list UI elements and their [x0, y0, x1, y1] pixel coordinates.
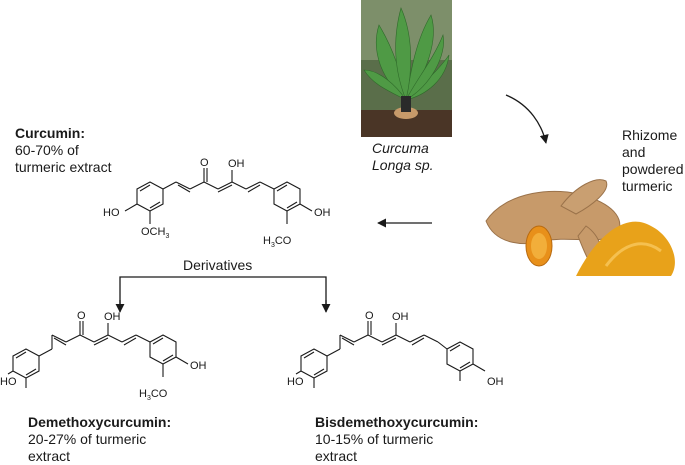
- arrow-plant-to-rhizome: [505, 94, 549, 144]
- demethoxycurcumin-label: Demethoxycurcumin: 20-27% of turmeric ex…: [28, 414, 171, 465]
- atom-HO: HO: [103, 207, 120, 219]
- rhizome-powder-photo: [466, 166, 685, 282]
- curcumin-desc-line1: 60-70% of: [15, 142, 79, 158]
- bisdemethoxy-name: Bisdemethoxycurcumin:: [315, 414, 479, 430]
- rhizome-caption-line: and: [622, 144, 646, 160]
- atom-H3CO: H3CO: [263, 235, 292, 249]
- atom-OH: OH: [104, 311, 121, 323]
- curcuma-plant-photo: [361, 0, 452, 137]
- atom-OCH3: OCH3: [141, 226, 169, 240]
- atom-OH: OH: [228, 158, 245, 170]
- bisdemethoxy-desc-line1: 10-15% of turmeric: [315, 431, 434, 447]
- atom-O: O: [365, 310, 374, 322]
- curcumin-name: Curcumin:: [15, 125, 85, 141]
- demethoxy-name: Demethoxycurcumin:: [28, 414, 172, 430]
- rhizome-caption-line: turmeric: [622, 178, 673, 194]
- bisdemethoxy-desc-line2: extract: [315, 448, 358, 464]
- derivatives-bracket: [119, 276, 327, 310]
- atom-H3CO: H3CO: [139, 388, 168, 402]
- plant-caption-line2: Longa sp.: [372, 157, 434, 173]
- atom-HO: HO: [0, 376, 17, 388]
- atom-OH: OH: [190, 360, 207, 372]
- curcumin-structure: O OH HO OH OCH3 H3CO: [103, 157, 331, 249]
- atom-HO: HO: [287, 376, 304, 388]
- plant-caption-line1: Curcuma: [372, 140, 429, 156]
- curcumin-desc-line2: turmeric extract: [15, 159, 112, 175]
- rhizome-caption-line: powdered: [622, 161, 684, 177]
- atom-OH: OH: [487, 376, 504, 388]
- derivatives-label: Derivatives: [183, 257, 253, 273]
- atom-OH: OH: [314, 207, 331, 219]
- rhizome-caption: Rhizome and powdered turmeric: [622, 127, 684, 195]
- demethoxy-desc-line2: extract: [28, 448, 71, 464]
- bisdemethoxycurcumin-structure: O OH HO OH: [287, 310, 504, 388]
- curcumin-label: Curcumin: 60-70% of turmeric extract: [15, 125, 111, 176]
- atom-OH: OH: [392, 311, 409, 323]
- bisdemethoxycurcumin-label: Bisdemethoxycurcumin: 10-15% of turmeric…: [315, 414, 478, 465]
- atom-O: O: [200, 157, 209, 169]
- plant-caption: Curcuma Longa sp.: [372, 140, 434, 174]
- demethoxycurcumin-structure: O OH HO OH H3CO: [0, 310, 207, 402]
- demethoxy-desc-line1: 20-27% of turmeric: [28, 431, 147, 447]
- rhizome-caption-line: Rhizome: [622, 127, 678, 143]
- atom-O: O: [77, 310, 86, 322]
